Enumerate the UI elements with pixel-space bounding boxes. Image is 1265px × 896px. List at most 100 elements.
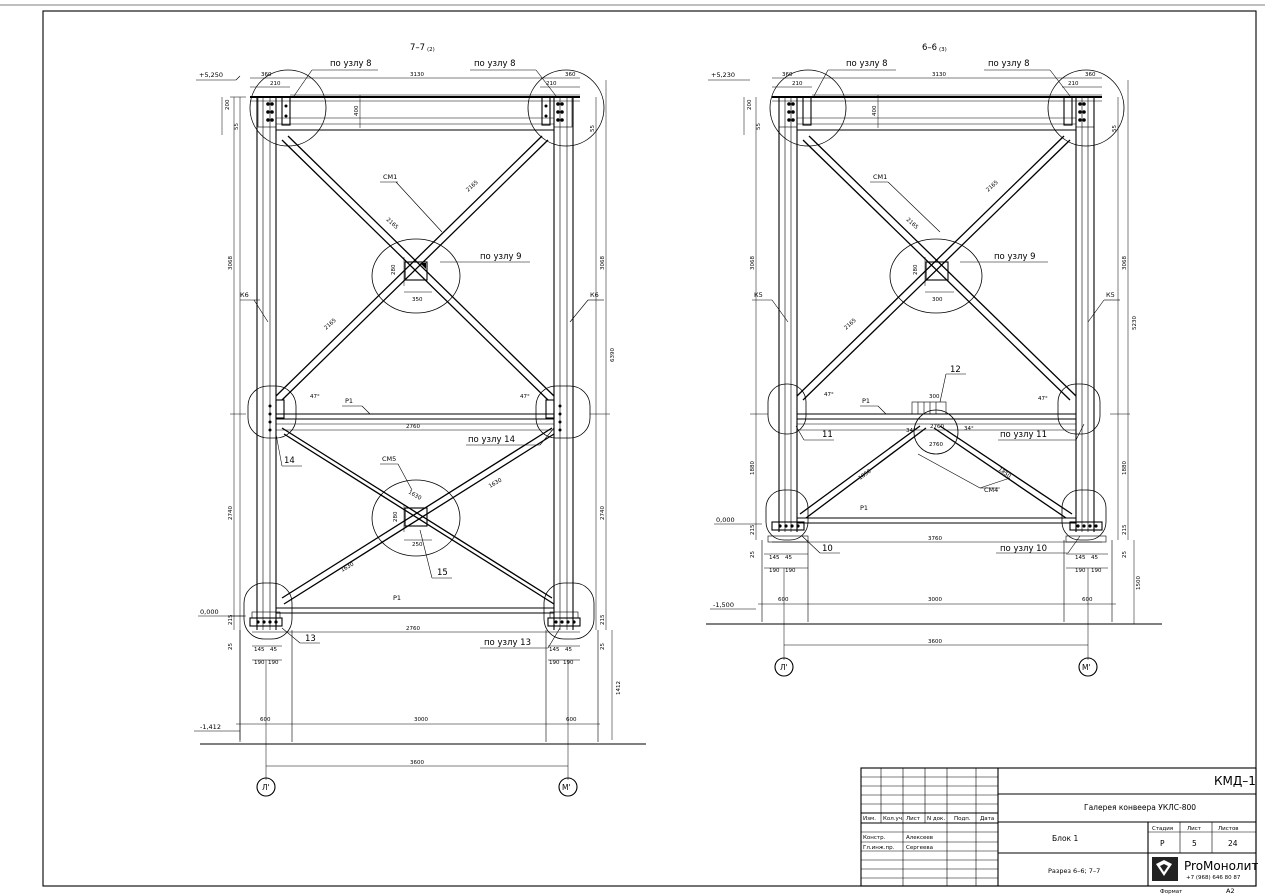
dim-found-600-left-r: 600 bbox=[778, 597, 789, 603]
axis-bubble-m-r bbox=[1078, 657, 1098, 677]
dim-center-280-r: 280 bbox=[913, 264, 919, 275]
level-mark-zero-r: 0,000 bbox=[714, 516, 762, 525]
svg-text:+5,250: +5,250 bbox=[199, 71, 223, 79]
label-strut-mid: Р1 bbox=[345, 397, 353, 405]
dim-top-200: 200 bbox=[225, 99, 231, 110]
axis-label-l: Л' bbox=[262, 783, 270, 792]
dim-center-280: 280 bbox=[391, 264, 397, 275]
dim-base-145-right-r: 145 bbox=[1075, 555, 1086, 561]
role-chief-engineer: Гл.инж.пр. bbox=[863, 845, 895, 851]
label-brace-upper-r: СМ1 bbox=[873, 173, 887, 181]
axis-label-m-r: М' bbox=[1082, 663, 1091, 672]
base-plates-right bbox=[767, 521, 1107, 543]
lower-brace-sm5 bbox=[281, 427, 555, 605]
dim-found-600-left: 600 bbox=[260, 717, 271, 723]
dim-mid-span-r: 2760 bbox=[930, 424, 944, 430]
stage-header: Стадия bbox=[1152, 826, 1173, 832]
node-circle-12 bbox=[913, 409, 959, 455]
view-title-6-6-sub: (3) bbox=[939, 47, 947, 53]
node-number-11: 11 bbox=[822, 430, 833, 440]
dim-top-right-210: 210 bbox=[546, 81, 557, 87]
dimension-lines-left bbox=[221, 80, 613, 740]
dim-center-350: 350 bbox=[412, 297, 423, 303]
dim-angle-b-r: 47° bbox=[1038, 396, 1048, 402]
dim-base-25-left: 25 bbox=[228, 643, 234, 650]
column-right-k5 bbox=[1075, 97, 1095, 532]
label-col-left: К6 bbox=[240, 291, 249, 299]
top-beam-right bbox=[772, 96, 1102, 131]
mid-strut-r1 bbox=[276, 413, 554, 425]
top-node-right-plates bbox=[541, 96, 573, 128]
node-circle-bot-right-r bbox=[1061, 489, 1107, 541]
base-plates bbox=[249, 611, 581, 627]
doc-code: КМД–1 bbox=[1214, 774, 1256, 788]
node-circle-bot-left bbox=[243, 582, 293, 640]
dim-top-55: 55 bbox=[234, 123, 240, 130]
dim-base-25-right: 25 bbox=[600, 643, 606, 650]
dim-top-left-360: 360 bbox=[261, 72, 272, 78]
label-col-left-r: К5 bbox=[754, 291, 763, 299]
dim-lower-height-right-r: 1880 bbox=[1122, 461, 1128, 475]
ref-center-upper: по узлу 9 bbox=[480, 252, 522, 262]
axis-label-m: М' bbox=[562, 783, 571, 792]
label-strut-bot: Р1 bbox=[393, 594, 401, 602]
dim-top-right-360-r: 360 bbox=[1085, 72, 1096, 78]
mid-node-left bbox=[268, 399, 285, 432]
dim-base-215-right-r: 215 bbox=[1122, 524, 1128, 535]
dim-lower-height-left-r: 1880 bbox=[750, 461, 756, 475]
node-number-12: 12 bbox=[950, 365, 961, 375]
format-value: A2 bbox=[1226, 887, 1235, 895]
dim-base-215-right: 215 bbox=[600, 614, 606, 625]
dim-top-right-360: 360 bbox=[565, 72, 576, 78]
axis-bubble-l bbox=[256, 777, 276, 797]
dim-center-300-r: 300 bbox=[932, 297, 943, 303]
ref-bottom-right: по узлу 13 bbox=[484, 638, 531, 648]
dim-found-3000: 3000 bbox=[414, 717, 428, 723]
base-dim-lines-r bbox=[764, 553, 1108, 569]
dim-base-145-left: 145 bbox=[254, 647, 265, 653]
axis-bubble-m bbox=[558, 777, 578, 797]
dim-top-400-r: 400 bbox=[872, 105, 878, 116]
label-strut-bot-r: Р1 bbox=[860, 504, 868, 512]
dim-base-45-right: 45 bbox=[565, 647, 572, 653]
center-lower-gusset bbox=[403, 505, 432, 541]
dim-upper-height-right: 3068 bbox=[600, 256, 606, 270]
dim-base-145-left-r: 145 bbox=[769, 555, 780, 561]
title-block bbox=[860, 767, 1257, 887]
node-circle-top-right-r bbox=[1047, 69, 1125, 147]
dim-lower-height-right: 2740 bbox=[600, 506, 606, 520]
column-right-k6 bbox=[553, 97, 574, 630]
dim-axis-span-r: 3600 bbox=[928, 639, 942, 645]
axis-bubble-l-r bbox=[774, 657, 794, 677]
dim-base-190b-left: 190 bbox=[268, 660, 279, 666]
dim-base-25-right-r: 25 bbox=[1122, 551, 1128, 558]
dim-base-190-left: 190 bbox=[254, 660, 265, 666]
level-mark-bottom: -1,412 bbox=[194, 723, 240, 732]
dim-top-400: 400 bbox=[354, 105, 360, 116]
bottom-strut-r1 bbox=[276, 607, 554, 614]
dim-axis-span: 3600 bbox=[410, 760, 424, 766]
ref-mid-right: по узлу 14 bbox=[468, 435, 515, 445]
dimension-lines-right-view bbox=[743, 80, 1135, 624]
ref-top-left-r: по узлу 8 bbox=[846, 59, 888, 69]
sheet-frame bbox=[42, 10, 1257, 887]
top-node-left-plates bbox=[257, 96, 291, 128]
view-title-7-7: 7–7 bbox=[410, 43, 425, 53]
dim-base-45-left: 45 bbox=[270, 647, 277, 653]
dim-top-span-r: 3130 bbox=[932, 72, 946, 78]
col-n-dok: N док. bbox=[927, 816, 945, 822]
name-constructor: Алексеев bbox=[906, 835, 933, 841]
dim-top-55b-r: 55 bbox=[1112, 125, 1118, 132]
ref-top-right-r: по узлу 8 bbox=[988, 59, 1030, 69]
dim-center2-250: 250 bbox=[412, 542, 423, 548]
dim-bot-span: 2760 bbox=[406, 626, 420, 632]
top-node-plates-right-view bbox=[778, 96, 1095, 128]
dim-top-left-210-r: 210 bbox=[792, 81, 803, 87]
mid-node-right bbox=[545, 399, 562, 432]
dim-total-height: 6390 bbox=[610, 348, 616, 362]
section-6-6: 6–6 (3) bbox=[706, 43, 1162, 677]
dim-found-600-right: 600 bbox=[566, 717, 577, 723]
leaders-left-view bbox=[240, 69, 604, 649]
name-chief-engineer: Сергеева bbox=[906, 845, 933, 851]
dim-upper-height-left-r: 3068 bbox=[750, 256, 756, 270]
